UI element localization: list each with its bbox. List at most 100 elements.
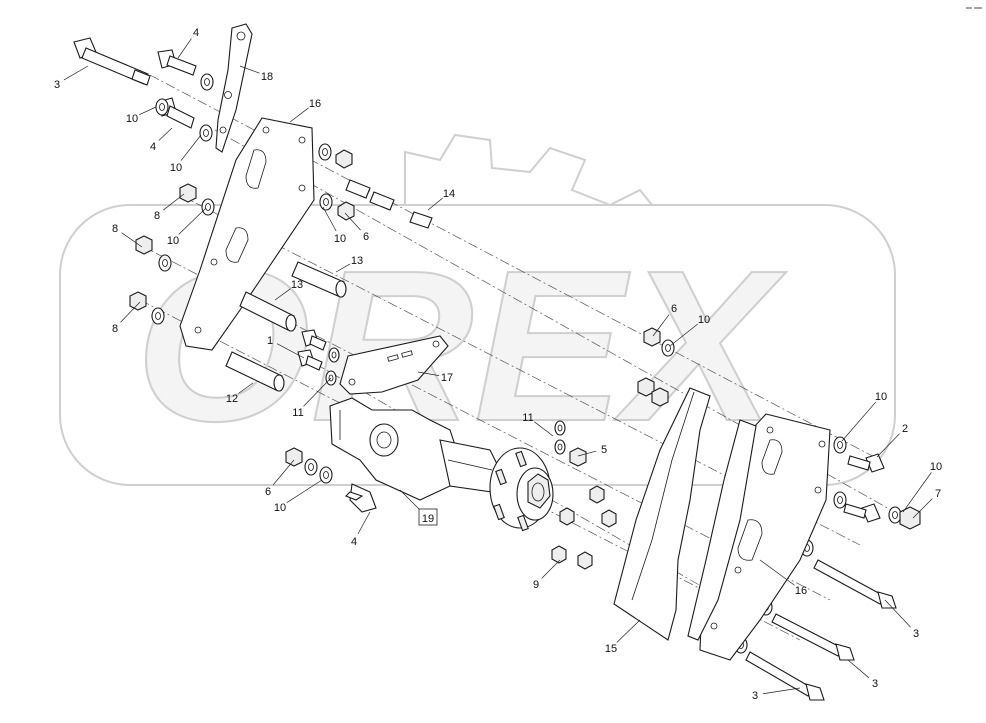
- callout-c13a: 13: [351, 255, 363, 267]
- leader-line-c17: [417, 371, 440, 376]
- callout-c3c: 3: [872, 678, 878, 690]
- leader-line-c13b: [274, 288, 291, 301]
- callout-c10f: 10: [875, 391, 887, 403]
- callout-c2: 2: [902, 423, 908, 435]
- bolt-3-right-lower: [745, 651, 825, 701]
- nuts: [129, 149, 921, 570]
- callout-c10e: 10: [698, 314, 710, 326]
- callout-c8a: 8: [154, 210, 160, 222]
- callout-c9: 9: [533, 579, 539, 591]
- callout-c11a: 11: [292, 407, 303, 419]
- leader-line-c6a: [344, 212, 361, 231]
- callout-c4c: 4: [351, 536, 357, 548]
- leader-line-c1: [276, 343, 305, 359]
- leader-line-c10d: [322, 206, 337, 232]
- leader-line-c4b: [158, 127, 173, 141]
- leader-line-c16a: [289, 107, 309, 123]
- leader-line-c8b: [121, 232, 143, 248]
- arm-17: [339, 335, 449, 395]
- bar-16-right-inner: [687, 419, 757, 641]
- callout-c6a: 6: [363, 231, 369, 243]
- leader-line-c6c: [272, 459, 295, 486]
- leader-line-c4c: [357, 511, 371, 535]
- leader-line-c18: [239, 65, 260, 74]
- callout-c5: 5: [601, 444, 607, 456]
- leader-line-c3c: [847, 659, 870, 679]
- callout-c7: 7: [935, 488, 941, 500]
- leader-line-c10b: [180, 134, 202, 161]
- callout-c4a: 4: [193, 27, 199, 39]
- callout-c16b: 16: [795, 585, 807, 597]
- leader-line-c10g: [902, 472, 932, 513]
- leader-line-c3d: [762, 687, 801, 695]
- callout-c10h: 10: [274, 502, 286, 514]
- bolt-1: [297, 329, 327, 371]
- tensioner-19: [329, 397, 501, 501]
- leader-line-c8a: [163, 193, 185, 211]
- callout-c16a: 16: [309, 98, 321, 110]
- leader-line-c8c: [120, 301, 141, 323]
- leader-line-c10c: [178, 207, 207, 235]
- callout-c10c: 10: [167, 235, 179, 247]
- callout-c3a: 3: [54, 79, 60, 91]
- bolt-3-right-upper: [813, 559, 897, 609]
- callout-c19: 19: [422, 513, 434, 525]
- callout-c10a: 10: [126, 113, 138, 125]
- leader-line-c2: [876, 433, 900, 458]
- callout-c18: 18: [261, 71, 273, 83]
- leader-line-c3b: [884, 599, 911, 628]
- spacer-13-lower: [239, 291, 297, 332]
- leader-line-c12: [238, 382, 254, 394]
- leader-line-c10h: [286, 479, 323, 503]
- callout-c10b: 10: [170, 162, 182, 174]
- leader-line-c10a: [139, 106, 157, 115]
- callout-c15: 15: [605, 643, 617, 655]
- leader-line-c10f: [841, 401, 877, 442]
- callout-c17: 17: [441, 372, 453, 384]
- callout-c8c: 8: [112, 323, 118, 335]
- leader-line-c11b: [534, 421, 554, 437]
- callout-c6b: 6: [671, 303, 677, 315]
- callout-c3d: 3: [752, 690, 758, 702]
- callout-c4b: 4: [150, 141, 156, 153]
- leader-line-c11a: [303, 377, 332, 407]
- callout-c10g: 10: [930, 461, 942, 473]
- bolt-4-lower: [345, 483, 377, 513]
- leader-line-c15: [616, 619, 641, 643]
- callout-c12: 12: [226, 393, 238, 405]
- leader-lines: [63, 38, 933, 695]
- callout-c3b: 3: [913, 628, 919, 640]
- callout-c6c: 6: [265, 486, 271, 498]
- callout-c1: 1: [267, 335, 273, 347]
- bushings-14: [345, 179, 433, 229]
- callout-c11b: 11: [522, 412, 533, 424]
- bolt-3-top: [73, 37, 151, 86]
- leader-line-c10e: [669, 323, 698, 347]
- leader-line-c16b: [759, 559, 795, 586]
- leader-line-c9: [541, 559, 561, 579]
- bolt-3-right-middle: [771, 613, 855, 661]
- bolt-2-lower: [843, 503, 881, 523]
- leader-line-c6b: [652, 314, 670, 337]
- leader-line-c3a: [63, 65, 89, 81]
- leader-line-c4a: [177, 38, 192, 59]
- leader-line-c13a: [335, 263, 351, 273]
- plate-16-left: [179, 117, 315, 351]
- callout-c8b: 8: [112, 223, 118, 235]
- cover-15: [613, 387, 711, 641]
- leader-line-c14: [427, 197, 444, 211]
- callout-c10d: 10: [334, 233, 346, 245]
- spacer-13-upper: [291, 261, 347, 298]
- leader-line-c5: [577, 450, 597, 457]
- bolt-4-upper: [157, 49, 197, 76]
- spacer-12: [225, 351, 285, 392]
- leader-line-c7: [912, 498, 933, 519]
- bolt-2-upper: [847, 453, 885, 473]
- callout-c13b: 13: [291, 279, 303, 291]
- callout-box-c19: [418, 508, 438, 526]
- callout-c14: 14: [443, 188, 455, 200]
- bracket-18: [215, 23, 253, 153]
